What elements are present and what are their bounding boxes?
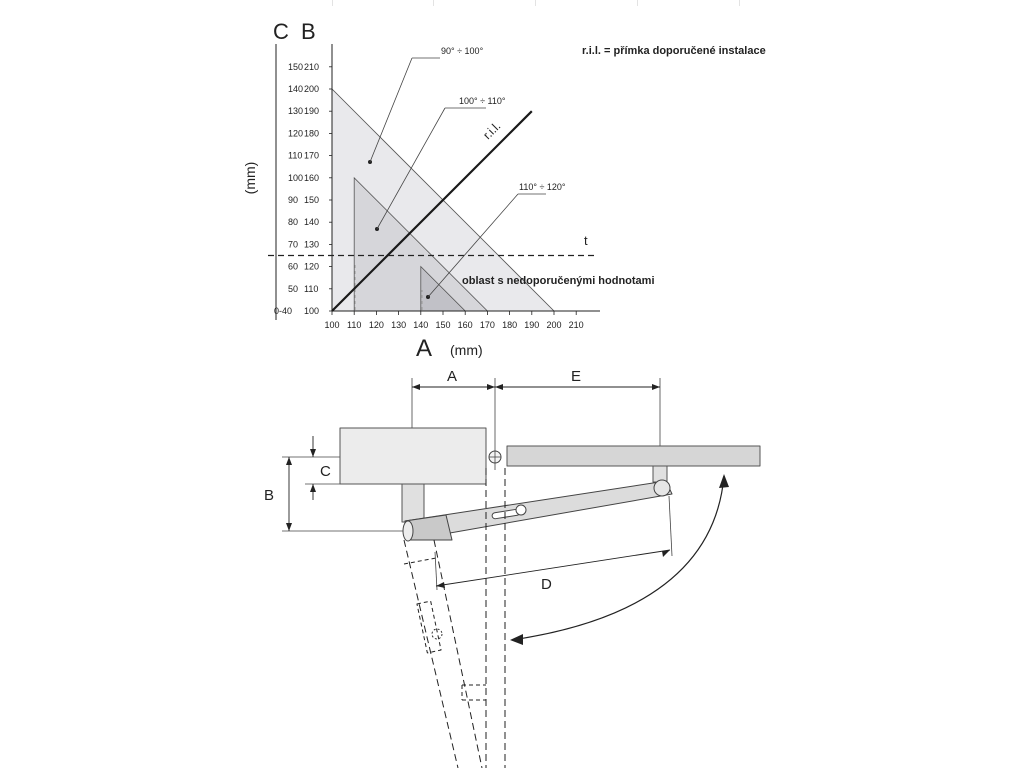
top-tick bbox=[433, 0, 434, 6]
axis-a-letter: A bbox=[416, 335, 432, 362]
a-tick-label: 210 bbox=[569, 320, 584, 330]
ril-line bbox=[331, 110, 533, 312]
a-tick-label: 160 bbox=[458, 320, 473, 330]
arrowhead bbox=[662, 550, 670, 557]
dimension-c-label: C bbox=[320, 463, 331, 480]
b-tick-label: 110 bbox=[304, 284, 318, 294]
zone-label-90-100: 90° ÷ 100° bbox=[441, 46, 484, 56]
b-tick-label: 150 bbox=[304, 195, 319, 205]
dimension-b-label: B bbox=[264, 487, 274, 504]
arrowhead bbox=[286, 457, 292, 465]
actuator-open-outline bbox=[433, 539, 483, 769]
a-tick-label: 200 bbox=[546, 320, 561, 330]
c-tick-label: 60 bbox=[288, 262, 298, 272]
a-tick-labels: 100 110 120 130 140 150 160 170 180 190 200 210 bbox=[324, 311, 584, 330]
arrowhead bbox=[652, 384, 660, 390]
c-tick-label: 140 bbox=[288, 84, 303, 94]
arrowhead bbox=[719, 474, 729, 488]
top-tick bbox=[535, 0, 536, 6]
c-tick-label: 130 bbox=[288, 106, 303, 116]
not-recommended-label: oblast s nedoporučenými hodnotami bbox=[462, 275, 655, 287]
arrowhead bbox=[286, 523, 292, 531]
arrowhead bbox=[310, 484, 316, 492]
zone-label-100-110: 100° ÷ 110° bbox=[459, 96, 506, 106]
dimension-a-label: A bbox=[447, 368, 457, 385]
a-tick-label: 140 bbox=[413, 320, 428, 330]
b-tick-label: 160 bbox=[304, 173, 319, 183]
swing-angle-arc bbox=[511, 475, 725, 641]
c-tick-label: 110 bbox=[288, 151, 302, 161]
b-tick-labels: 210 200 190 180 170 160 150 140 130 120 110 100 bbox=[304, 62, 332, 316]
dimension-d-line bbox=[435, 549, 671, 587]
b-tick-label: 210 bbox=[304, 62, 319, 72]
c-tick-label: 80 bbox=[288, 217, 298, 227]
a-tick-label: 130 bbox=[391, 320, 406, 330]
x-unit-label: (mm) bbox=[450, 342, 483, 358]
c-tick-label: 90 bbox=[288, 195, 298, 205]
top-tick bbox=[739, 0, 740, 6]
c-tick-label: 120 bbox=[288, 128, 303, 138]
ril-label: r.i.l. bbox=[480, 119, 503, 142]
a-tick-label: 110 bbox=[347, 320, 361, 330]
callout-line bbox=[427, 193, 519, 298]
key-open-outline bbox=[431, 628, 443, 640]
dimension-ext-line bbox=[668, 495, 673, 557]
t-label: t bbox=[584, 233, 588, 248]
a-tick-label: 150 bbox=[435, 320, 450, 330]
front-bracket bbox=[652, 465, 668, 483]
installation-drawing: A E B C bbox=[264, 368, 761, 769]
callout-line bbox=[376, 107, 446, 230]
arrowhead bbox=[487, 384, 495, 390]
arrowhead bbox=[495, 384, 503, 390]
release-key-icon bbox=[515, 504, 527, 516]
actuator-front-pivot bbox=[653, 479, 671, 497]
arrowhead bbox=[412, 384, 420, 390]
b-tick-label: 130 bbox=[304, 239, 319, 249]
c-tick-label: 50 bbox=[288, 284, 298, 294]
b-tick-label: 190 bbox=[304, 106, 319, 116]
b-tick-label: 180 bbox=[304, 128, 319, 138]
c-tick-label: 150 bbox=[288, 62, 303, 72]
c-tick-label: 100 bbox=[288, 173, 303, 183]
b-tick-label: 200 bbox=[304, 84, 319, 94]
c-tick-labels: 150 140 130 120 110 100 90 80 70 60 50 0-40 bbox=[274, 62, 303, 316]
gate-leaf bbox=[506, 445, 761, 467]
a-tick-label: 120 bbox=[369, 320, 384, 330]
axis-b-letter: B bbox=[301, 19, 316, 44]
actuator-end-cap bbox=[402, 520, 414, 542]
y-unit-label: (mm) bbox=[242, 162, 258, 195]
arrowhead bbox=[510, 634, 523, 645]
key-open-outline bbox=[416, 600, 442, 654]
actuator-open-outline bbox=[403, 557, 437, 565]
callout-line bbox=[369, 57, 413, 163]
b-tick-label: 170 bbox=[304, 151, 319, 161]
zone-label-110-120: 110° ÷ 120° bbox=[519, 182, 566, 192]
a-tick-label: 180 bbox=[502, 320, 517, 330]
ril-legend: r.i.l. = přímka doporučené instalace bbox=[582, 45, 766, 57]
arrowhead bbox=[310, 449, 316, 457]
rear-bracket bbox=[401, 483, 425, 523]
b-tick-label: 100 bbox=[304, 306, 319, 316]
c-tick-label: 70 bbox=[288, 239, 298, 249]
top-tick bbox=[332, 0, 333, 6]
dimension-e-label: E bbox=[571, 368, 581, 385]
actuator-open-outline bbox=[403, 539, 459, 769]
a-tick-label: 100 bbox=[324, 320, 339, 330]
pillar-block bbox=[339, 427, 487, 485]
top-tick bbox=[637, 0, 638, 6]
a-tick-label: 190 bbox=[524, 320, 539, 330]
dimension-d-label: D bbox=[541, 576, 552, 593]
c-tick-label: 0-40 bbox=[274, 306, 292, 316]
a-tick-label: 170 bbox=[480, 320, 495, 330]
b-tick-label: 140 bbox=[304, 217, 319, 227]
axis-c-letter: C bbox=[273, 19, 289, 44]
b-tick-label: 120 bbox=[304, 262, 319, 272]
